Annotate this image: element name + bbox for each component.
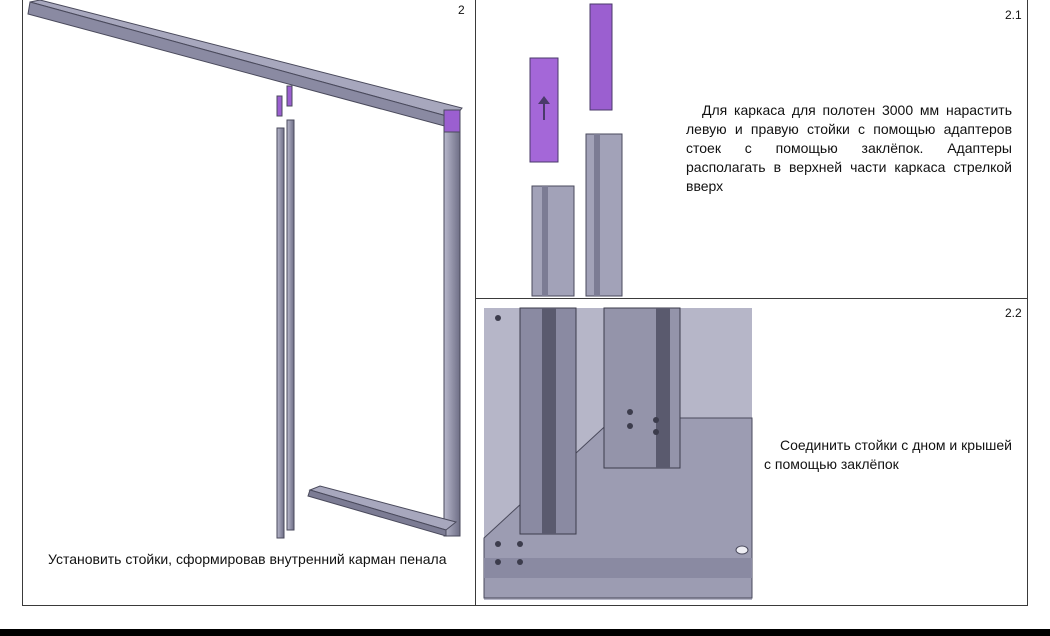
- horizontal-divider: [475, 298, 1028, 299]
- panel-2-2-caption: Соединить стойки с дном и крышей с помощ…: [764, 437, 1012, 472]
- post-right: [585, 133, 623, 297]
- left-post-b: [286, 119, 295, 531]
- panel-number-2-1: 2.1: [1005, 8, 1022, 22]
- bottom-bar: [0, 629, 1050, 636]
- base-floor: [483, 417, 753, 599]
- adapter-small-a: [276, 95, 283, 117]
- post-left: [531, 185, 575, 297]
- top-beam: [29, 0, 463, 119]
- panel-number-2: 2: [458, 3, 465, 17]
- adapter-small-b: [286, 85, 293, 107]
- panel-number-2-2: 2.2: [1005, 306, 1022, 320]
- frame-assembly-illustration: [27, 0, 463, 539]
- right-post: [443, 119, 461, 537]
- page-frame: [22, 0, 1028, 606]
- post-base-illustration: [483, 307, 753, 600]
- left-post-a: [276, 127, 285, 539]
- panel-2-caption: Установить стойки, сформировав внутренни…: [48, 551, 447, 567]
- adapter-illustration: [529, 3, 623, 297]
- adapter-lower: [529, 57, 559, 163]
- vertical-divider: [475, 0, 476, 606]
- panel-2-1-caption: Для каркаса для полотен 3000 мм нарастит…: [686, 102, 1012, 194]
- bottom-tray: [308, 485, 458, 531]
- adapter-upper: [589, 3, 613, 111]
